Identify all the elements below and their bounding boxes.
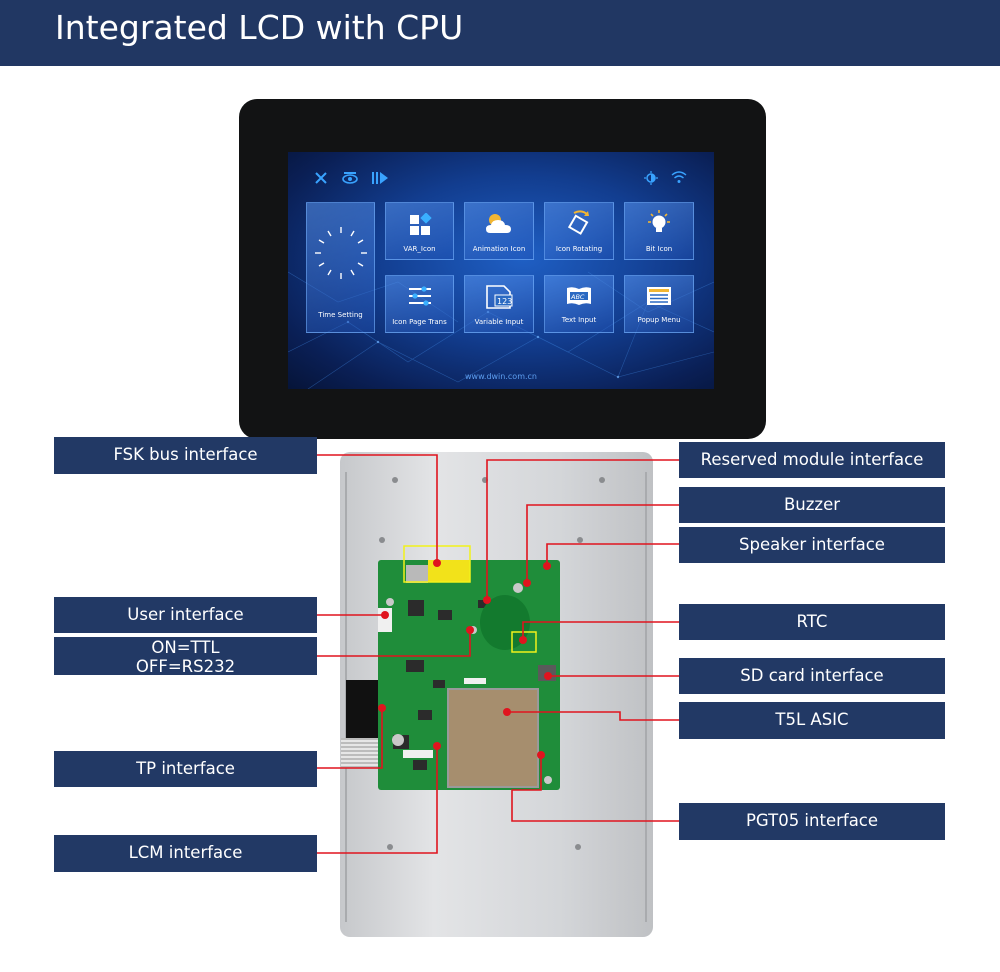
label-sd-card-interface: SD card interface <box>679 658 945 694</box>
header-bar: Integrated LCD with CPU <box>0 0 1000 66</box>
tile-var-icon[interactable]: VAR_Icon <box>385 202 454 260</box>
number-input-icon: 123 <box>486 285 513 309</box>
svg-text:123: 123 <box>497 297 512 306</box>
label-tp-interface: TP interface <box>54 751 317 787</box>
tile-label: Bit Icon <box>645 245 673 253</box>
svg-text:ABC: ABC <box>570 293 585 301</box>
label-reserved-module-interface: Reserved module interface <box>679 442 945 478</box>
label-lcm-interface: LCM interface <box>54 835 317 872</box>
tile-time-setting[interactable]: Time Setting <box>306 202 375 333</box>
rotate-icon <box>567 210 589 235</box>
tile-bit-icon[interactable]: Bit Icon <box>624 202 694 260</box>
fsk-terminal <box>406 565 428 583</box>
wifi-icon[interactable] <box>671 170 687 187</box>
clock-icon <box>314 227 367 279</box>
tile-label: Time Setting <box>318 311 363 319</box>
tile-icon-page-trans[interactable]: Icon Page Trans <box>385 275 454 333</box>
page-title: Integrated LCD with CPU <box>55 8 464 47</box>
tile-label: Popup Menu <box>637 316 681 324</box>
t5l-asic-shield <box>447 688 539 788</box>
label-fsk-bus-interface: FSK bus interface <box>54 437 317 474</box>
text-input-icon: ABC <box>567 287 591 305</box>
bulb-icon <box>648 210 670 232</box>
tile-label: Animation Icon <box>472 245 526 253</box>
tile-label: VAR_Icon <box>403 245 436 253</box>
sliders-icon <box>408 286 431 306</box>
label-ttl-rs232-switch: ON=TTL OFF=RS232 <box>54 637 317 676</box>
tile-label: Icon Page Trans <box>392 318 447 326</box>
tile-popup-menu[interactable]: Popup Menu <box>624 275 694 333</box>
label-t5l-asic: T5L ASIC <box>679 702 945 739</box>
brightness-icon[interactable] <box>644 171 658 188</box>
fsk-connector <box>428 560 470 582</box>
rtc-battery <box>480 595 530 650</box>
var-icon <box>409 213 432 235</box>
label-rtc: RTC <box>679 604 945 640</box>
lcd-screen: Time Setting VAR_Icon Animation Icon Ico… <box>288 152 714 389</box>
label-pgt05-interface: PGT05 interface <box>679 803 945 840</box>
label-on-ttl: ON=TTL <box>151 638 220 657</box>
tile-icon-rotating[interactable]: Icon Rotating <box>544 202 614 260</box>
eye-icon[interactable] <box>341 171 359 188</box>
tile-animation-icon[interactable]: Animation Icon <box>464 202 534 260</box>
tile-text-input[interactable]: ABC Text Input <box>544 275 614 333</box>
tile-label: Variable Input <box>474 318 524 326</box>
tile-label: Text Input <box>561 316 597 324</box>
tools-icon[interactable] <box>314 171 328 188</box>
cloud-sun-icon <box>486 214 511 233</box>
tile-variable-input[interactable]: 123 Variable Input <box>464 275 534 333</box>
screen-url: www.dwin.com.cn <box>465 372 537 381</box>
label-user-interface: User interface <box>54 597 317 633</box>
label-buzzer: Buzzer <box>679 487 945 523</box>
label-off-rs232: OFF=RS232 <box>135 657 236 676</box>
tile-label: Icon Rotating <box>555 245 603 253</box>
play-icon[interactable] <box>371 171 389 188</box>
label-speaker-interface: Speaker interface <box>679 527 945 563</box>
menu-icon <box>647 287 671 305</box>
